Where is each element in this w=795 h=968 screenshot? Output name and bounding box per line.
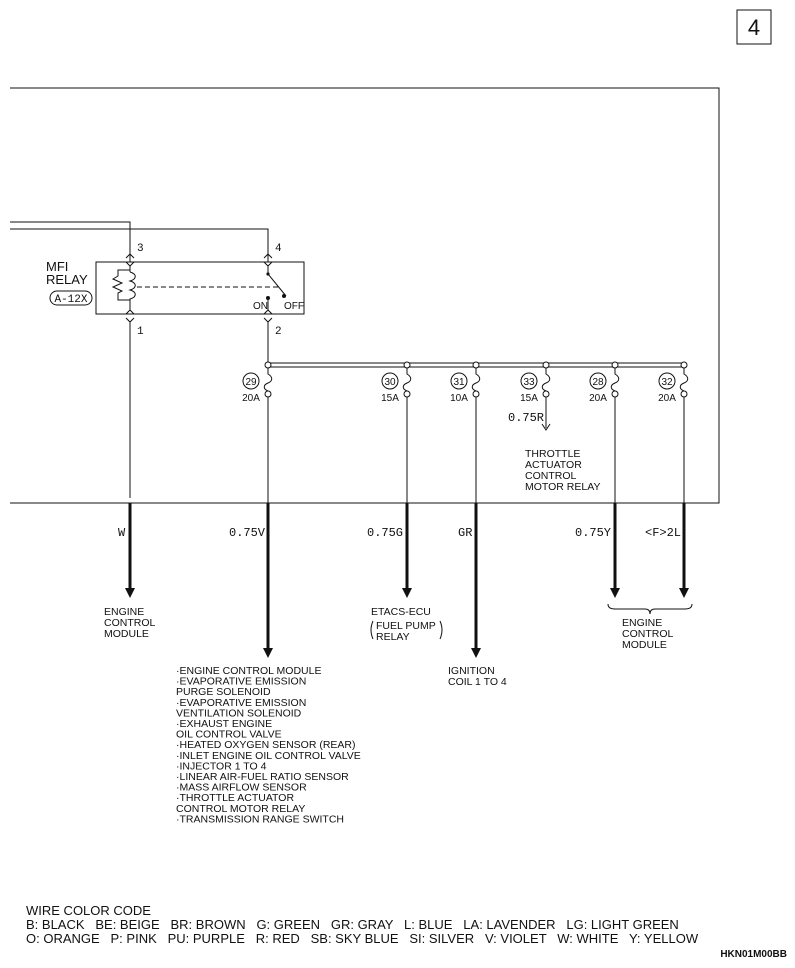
throttle-dest-line1: THROTTLE (525, 448, 580, 460)
relay-connector: A-12X (54, 294, 87, 306)
throttle-wire-label: 0.75R (508, 411, 544, 425)
relay-terminals (125, 253, 273, 323)
fuse-rating: 10A (450, 393, 468, 404)
wire-label-gr: GR (458, 526, 472, 540)
fuse-number: 30 (384, 377, 396, 388)
throttle-dest-line2: ACTUATOR (525, 459, 582, 471)
legend-line1: B: BLACK BE: BEIGE BR: BROWN G: GREEN GR… (26, 917, 679, 932)
ecm-right-line3: MODULE (622, 639, 667, 651)
etacs-line1: ETACS-ECU (371, 606, 431, 618)
fuse-output-wires (267, 397, 685, 503)
relay-switch (266, 266, 287, 310)
ecm-right-line1: ENGINE (622, 617, 662, 629)
page-number: 4 (748, 15, 760, 40)
switch-on-label: ON (253, 301, 268, 312)
ecm-left-line2: CONTROL (104, 617, 155, 629)
fuse-number-circle (242, 372, 260, 390)
ecm-right-line2: CONTROL (622, 628, 673, 640)
destination-list-item: ·TRANSMISSION RANGE SWITCH (176, 813, 344, 825)
destination-list-item: ·EVAPORATIVE EMISSION (176, 697, 306, 709)
destination-list-item: ·INJECTOR 1 TO 4 (176, 760, 267, 772)
fuse-number: 28 (592, 377, 604, 388)
destination-list-item: ·THROTTLE ACTUATOR (176, 792, 294, 804)
destination-list-item: CONTROL MOTOR RELAY (176, 803, 305, 815)
fuse-rating: 15A (381, 393, 399, 404)
wire-label-075y: 0.75Y (575, 526, 611, 540)
etacs-line3: RELAY (376, 631, 410, 643)
etacs-paren-left (370, 620, 374, 640)
fuse-number-circle (658, 372, 676, 390)
fuse-rating: 15A (520, 393, 538, 404)
relay-coil (111, 266, 280, 310)
pin-4-label: 4 (275, 243, 282, 255)
fuse-number: 29 (245, 377, 257, 388)
wire-label-w: W (118, 526, 126, 540)
etacs-line2: FUEL PUMP (376, 620, 436, 632)
fuse-rating: 20A (242, 393, 260, 404)
ignition-line2: COIL 1 TO 4 (448, 676, 507, 688)
mfi-relay-box (95, 261, 305, 315)
fuse-number-circle (381, 372, 399, 390)
destination-list-item: ·LINEAR AIR-FUEL RATIO SENSOR (176, 771, 349, 783)
relay-connector-oval (49, 290, 93, 306)
ignition-line1: IGNITION (448, 665, 495, 677)
fuse-rating: 20A (658, 393, 676, 404)
legend-title: WIRE COLOR CODE (26, 903, 151, 918)
wire-label-075v: 0.75V (229, 526, 266, 540)
ecm-left-line3: MODULE (104, 628, 149, 640)
destination-list: ·ENGINE CONTROL MODULE·EVAPORATIVE EMISS… (176, 665, 361, 825)
ecm-left-line1: ENGINE (104, 606, 144, 618)
wire-label-075g: 0.75G (367, 526, 403, 540)
throttle-dest-line4: MOTOR RELAY (525, 481, 600, 493)
feed-wire-pin3 (10, 221, 131, 262)
relay-box-outline (10, 87, 720, 504)
destination-list-item: OIL CONTROL VALVE (176, 729, 282, 741)
fuse-number: 32 (661, 377, 673, 388)
etacs-paren-right (439, 620, 443, 640)
pin-3-label: 3 (137, 243, 144, 255)
ecm-right-brace (607, 603, 693, 615)
fuse-number-circle (450, 372, 468, 390)
destination-list-item: ·INLET ENGINE OIL CONTROL VALVE (176, 750, 361, 762)
destination-list-item: ·ENGINE CONTROL MODULE (176, 665, 321, 677)
wire-color-legend: WIRE COLOR CODE B: BLACK BE: BEIGE BR: B… (26, 904, 698, 946)
relay-label-line2: RELAY (46, 272, 88, 287)
relay-label-line1: MFI (46, 259, 68, 274)
fuse-rating: 20A (589, 393, 607, 404)
destination-list-item: ·HEATED OXYGEN SENSOR (REAR) (176, 739, 356, 751)
throttle-arrow (541, 423, 551, 431)
diagram-code: HKN01M00BB (720, 949, 787, 960)
fuse-number: 31 (453, 377, 465, 388)
pin-2-label: 2 (275, 326, 282, 338)
output-wires (125, 503, 689, 658)
wire-label-f2l: <F>2L (645, 526, 681, 540)
fuse-number-circle (520, 372, 538, 390)
throttle-dest-line3: CONTROL (525, 470, 576, 482)
fuse-number-circle (589, 372, 607, 390)
legend-line2: O: ORANGE P: PINK PU: PURPLE R: RED SB: … (26, 931, 699, 946)
destination-list-item: VENTILATION SOLENOID (176, 707, 302, 719)
page-number-box (736, 9, 772, 45)
destination-list-item: PURGE SOLENOID (176, 686, 271, 698)
fuse-number: 33 (523, 377, 535, 388)
destination-list-item: ·MASS AIRFLOW SENSOR (176, 782, 307, 794)
destination-list-item: ·EVAPORATIVE EMISSION (176, 676, 306, 688)
switch-off-label: OFF (284, 301, 304, 312)
destination-list-item: ·EXHAUST ENGINE (176, 718, 272, 730)
feed-wire-pin4 (10, 228, 269, 262)
pin-1-label: 1 (137, 326, 144, 338)
